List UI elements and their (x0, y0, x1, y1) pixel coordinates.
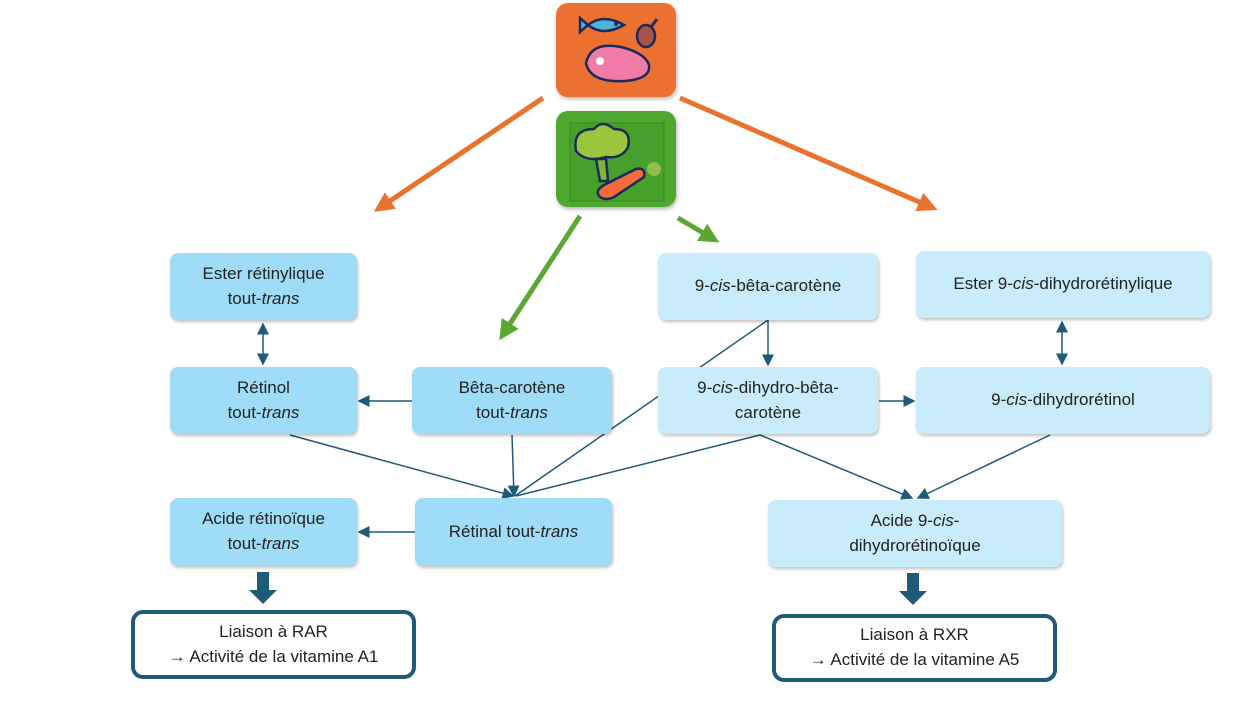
arrow-meat-to-ester (373, 95, 545, 212)
outcome-rxr: Liaison à RXR → Activité de la vitamine A… (772, 614, 1057, 682)
meat-tile (556, 3, 676, 97)
label: dihydrorétinoïque (849, 535, 981, 555)
label: Acide 9- (870, 510, 933, 530)
label-italic: cis (1012, 274, 1034, 294)
label: Rétinal tout- (448, 521, 541, 541)
node-beta-carotene: Bêta-carotène tout-trans (412, 367, 612, 434)
label: carotène (734, 402, 802, 422)
label-italic: cis (709, 276, 731, 296)
label-italic: trans (261, 402, 300, 422)
label-italic: trans (261, 288, 300, 308)
label: Ester rétinylique (202, 263, 325, 283)
arrow-veg-to-cis-beta (676, 215, 720, 243)
block-arrow-rar (249, 572, 277, 604)
label: tout- (476, 402, 511, 422)
label-italic: trans (261, 534, 300, 553)
arrow-veg-to-beta-carotene (499, 214, 583, 341)
label-italic: cis (1006, 390, 1028, 410)
label: Liaison à RXR (860, 625, 969, 645)
label-italic: trans (540, 521, 579, 541)
label-italic: trans (510, 402, 548, 422)
node-ester-retinylique: Ester rétinylique tout-trans (170, 253, 357, 320)
label: tout- (227, 402, 262, 422)
label: → Activité de la vitamine A5 (809, 650, 1020, 669)
node-acide-9-cis-dihydroretinoique: Acide 9-cis- dihydrorétinoïque (768, 500, 1062, 567)
node-9-cis-dihydroretinol: 9-cis-dihydrorétinol (916, 367, 1210, 434)
link-beta-retinal (507, 434, 520, 498)
link-dihydroretinol-acide-cis (916, 434, 1051, 499)
label: 9- (694, 276, 710, 296)
label: 9- (991, 390, 1007, 410)
label: Liaison à RAR (219, 621, 328, 641)
label: -dihydrorétinol (1027, 390, 1135, 410)
label: - (953, 510, 960, 530)
label: Acide rétinoïque (202, 509, 325, 529)
broccoli-carrot-icon (569, 122, 665, 202)
label-italic: cis (932, 510, 954, 530)
veg-tile (556, 111, 676, 207)
label: Ester 9- (953, 274, 1013, 294)
link-cisbeta-retinal (514, 319, 769, 497)
node-9-cis-beta-carotene: 9-cis-bêta-carotène (658, 253, 878, 320)
node-retinal: Rétinal tout-trans (415, 498, 612, 566)
outcome-rar: Liaison à RAR → Activité de la vitamine A… (131, 610, 416, 679)
label: -dihydro-bêta- (733, 377, 839, 397)
label: 9- (697, 377, 713, 397)
node-ester-9-cis-dihydroretinylique: Ester 9-cis-dihydrorétinylique (916, 251, 1210, 318)
label: Bêta-carotène (458, 377, 566, 397)
label: tout- (227, 288, 262, 308)
node-retinol: Rétinol tout-trans (170, 367, 357, 434)
label-italic: cis (712, 377, 734, 397)
node-9-cis-dihydro-beta-carotene: 9-cis-dihydro-bêta-carotène (658, 367, 878, 434)
arrow-meat-to-ester-cis (679, 95, 938, 212)
link-dihydro-retinal (515, 434, 761, 497)
block-arrow-rxr (899, 573, 927, 605)
label: tout- (227, 534, 262, 553)
node-acide-retinoique: Acide rétinoïque tout-trans (170, 498, 357, 566)
link-retinol-retinal (289, 434, 515, 500)
label: -dihydrorétinylique (1033, 274, 1173, 294)
label: Rétinol (237, 377, 290, 397)
label: -bêta-carotène (730, 276, 842, 296)
fish-steak-drumstick-icon (578, 15, 659, 83)
link-dihydro-acide-cis (759, 434, 914, 500)
label: → Activité de la vitamine A1 (168, 646, 379, 666)
